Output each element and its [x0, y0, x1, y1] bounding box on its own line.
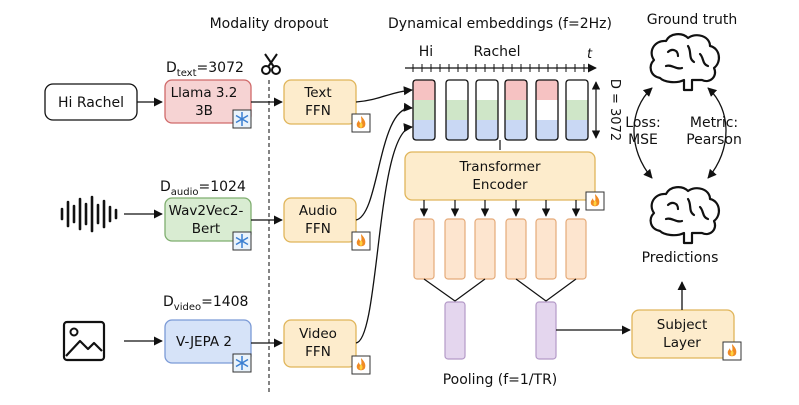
- text-ffn-label-2: FFN: [305, 103, 331, 119]
- loss-label-1: Loss:: [625, 115, 660, 131]
- token-column: [445, 79, 469, 141]
- token-column: [565, 79, 589, 141]
- brain-icon: [649, 186, 720, 245]
- fire-icon: [585, 191, 605, 211]
- scissors-icon: [261, 53, 281, 75]
- audio-ffn-label-2: FFN: [305, 221, 331, 237]
- pooling-label: Pooling (f=1/TR): [443, 372, 558, 388]
- video-ffn-box: [283, 319, 357, 368]
- image-icon: [62, 320, 106, 362]
- wav2vec-encoder-label-2: Bert: [192, 221, 220, 237]
- modality-dropout-title: Modality dropout: [210, 16, 329, 32]
- llama-encoder-label-1: Llama 3.2: [171, 85, 238, 101]
- video-ffn-label-2: FFN: [305, 344, 331, 360]
- audio-ffn-label-1: Audio: [299, 203, 337, 219]
- output-tokens: [413, 218, 587, 280]
- vjepa-encoder-label: V-JEPA 2: [176, 334, 232, 350]
- pooled-token: [444, 301, 466, 360]
- wav2vec-encoder-label-1: Wav2Vec2-: [169, 203, 244, 219]
- snowflake-icon: [232, 231, 252, 251]
- video-dim-label: Dvideo=1408: [163, 294, 248, 313]
- metric-arrow: [707, 87, 727, 179]
- loss-label-2: MSE: [628, 132, 658, 148]
- predictions-label: Predictions: [642, 250, 719, 266]
- fire-icon: [351, 231, 371, 251]
- encoder-output-arrows: [419, 200, 581, 217]
- token-column: [535, 79, 559, 141]
- fire-icon: [722, 341, 742, 361]
- word-rachel: Rachel: [473, 44, 520, 60]
- pooled-token: [535, 301, 557, 360]
- token-column: [412, 79, 436, 141]
- word-hi: Hi: [419, 44, 433, 60]
- snowflake-icon: [232, 353, 252, 373]
- token-column: [475, 79, 499, 141]
- metric-label-1: Metric:: [690, 115, 738, 131]
- ground-truth-title: Ground truth: [647, 12, 737, 28]
- metric-label-2: Pearson: [686, 132, 742, 148]
- subject-layer-label-2: Layer: [663, 335, 701, 351]
- brain-icon: [649, 33, 720, 92]
- text-dim-label: Dtext=3072: [166, 60, 244, 79]
- subject-layer-label-1: Subject: [657, 317, 707, 333]
- fire-icon: [351, 113, 371, 133]
- loss-arrow: [633, 87, 653, 179]
- transformer-label-1: Transformer: [458, 159, 540, 175]
- text-ffn-label-1: Text: [303, 85, 331, 101]
- video-ffn-label-1: Video: [299, 326, 337, 342]
- waveform-icon: [60, 195, 118, 233]
- fire-icon: [351, 355, 371, 375]
- subject-layer-box: [631, 309, 735, 359]
- llama-encoder-label-2: 3B: [195, 103, 213, 119]
- dynamical-embeddings-title: Dynamical embeddings (f=2Hz): [388, 16, 612, 32]
- vjepa-encoder-box: [164, 319, 252, 364]
- audio-dim-label: Daudio=1024: [160, 179, 246, 198]
- transformer-label-2: Encoder: [472, 177, 528, 193]
- token-column: [504, 79, 528, 141]
- snowflake-icon: [232, 109, 252, 129]
- transformer-encoder-box: [404, 151, 596, 201]
- time-ticks: [412, 64, 585, 72]
- pooling-lines: [423, 278, 577, 302]
- time-label: t: [587, 47, 593, 62]
- embedding-dim-label: D = 3072: [607, 79, 622, 141]
- text-input-label: Hi Rachel: [58, 95, 124, 111]
